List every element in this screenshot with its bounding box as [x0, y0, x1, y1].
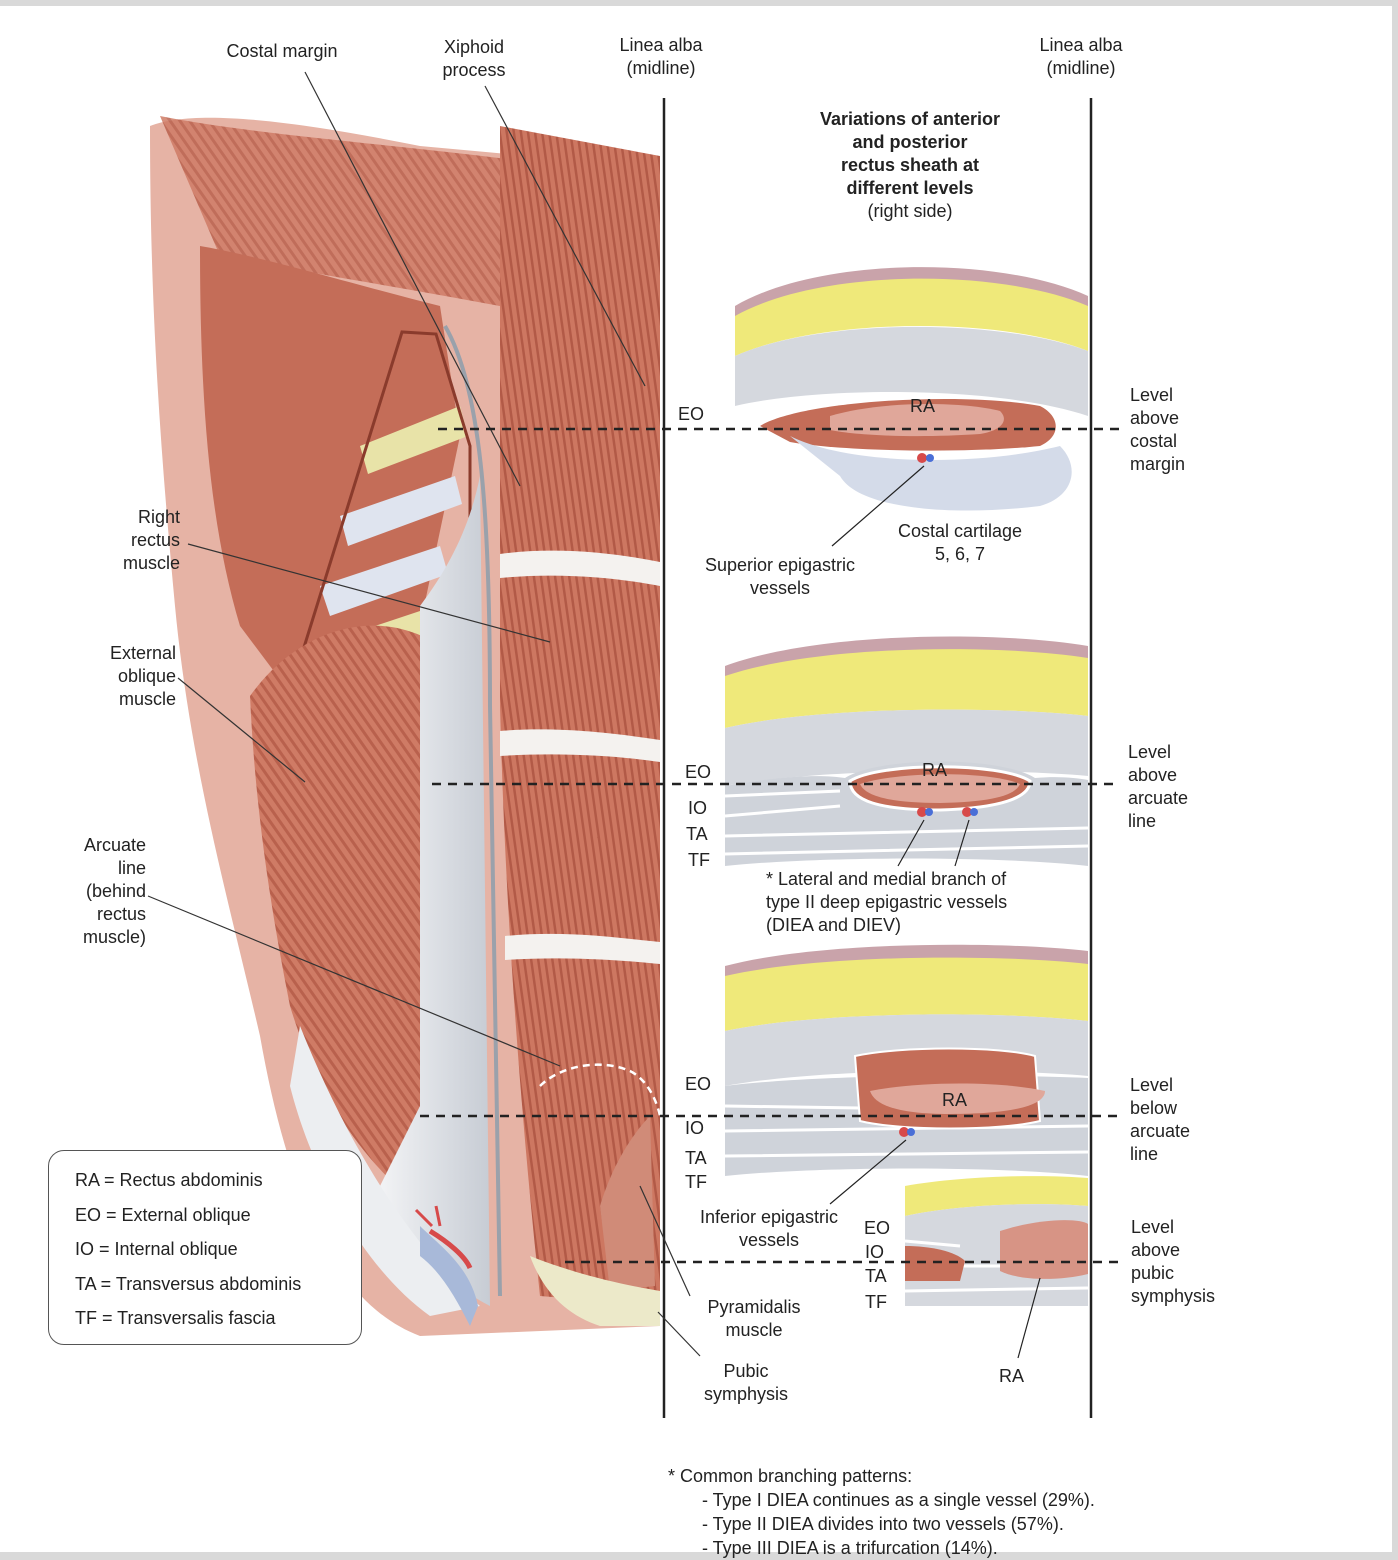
arcuate-line-label: Arcuate line (behind rectus muscle)	[82, 835, 146, 947]
level-above-arcuate-line-label: Level above arcuate line	[1128, 742, 1189, 831]
s3-ra-label: RA	[942, 1090, 968, 1110]
footnote-heading: * Common branching patterns:	[668, 1466, 913, 1486]
lateral-medial-branch-label: * Lateral and medial branch of type II d…	[766, 869, 1008, 935]
pyramidalis-muscle-label: Pyramidalis muscle	[707, 1297, 801, 1340]
cross-section-above-arcuate-line	[724, 636, 1089, 867]
level-above-pubic-symphysis-label: Level above pubic symphysis	[1131, 1217, 1216, 1306]
cross-section-below-arcuate-line	[724, 944, 1089, 1205]
s3-eo-label: EO	[685, 1074, 712, 1094]
costal-margin-label: Costal margin	[226, 41, 338, 61]
s2-ra-label: RA	[922, 760, 948, 780]
branching-footnote: * Common branching patterns: - Type I DI…	[668, 1464, 1095, 1560]
costal-cartilage-label: Costal cartilage 5, 6, 7	[897, 521, 1023, 564]
s4-io-label: IO	[865, 1242, 885, 1262]
s3-io-label: IO	[685, 1118, 705, 1138]
s4-ta-label: TA	[865, 1266, 887, 1286]
s4-eo-label: EO	[864, 1218, 891, 1238]
s1-ra-label: RA	[910, 396, 936, 416]
external-oblique-muscle-label: External oblique muscle	[109, 643, 176, 709]
cross-section-above-costal-margin	[735, 267, 1088, 547]
right-rectus-muscle-label: Right rectus muscle	[122, 507, 180, 573]
abbreviation-legend: RA = Rectus abdominis EO = External obli…	[48, 1150, 362, 1345]
s2-tf-label: TF	[688, 850, 710, 870]
s3-tf-label: TF	[685, 1172, 707, 1192]
figure-frame: Costal margin Xiphoid process Linea alba…	[0, 6, 1392, 1558]
xiphoid-process-label: Xiphoid process	[442, 37, 506, 80]
ra-bottom-label: RA	[999, 1366, 1025, 1386]
footnote-item-type3: - Type III DIEA is a trifurcation (14%).	[702, 1538, 998, 1558]
legend-item-io: IO = Internal oblique	[75, 1239, 238, 1259]
footnote-item-type2: - Type II DIEA divides into two vessels …	[702, 1514, 1064, 1534]
inferior-epigastric-vessels-label: Inferior epigastric vessels	[699, 1207, 839, 1250]
level-dashed-lines	[420, 427, 1120, 1264]
legend-item-eo: EO = External oblique	[75, 1204, 251, 1225]
legend-item-ta: TA = Transversus abdominis	[75, 1273, 302, 1294]
s2-io-label: IO	[688, 798, 708, 818]
s3-ta-label: TA	[685, 1148, 707, 1168]
s2-ta-label: TA	[686, 824, 708, 844]
pubic-symphysis-label: Pubic symphysis	[703, 1361, 788, 1404]
legend-item-tf: TF = Transversalis fascia	[75, 1308, 276, 1328]
legend-item-ra: RA = Rectus abdominis	[75, 1170, 263, 1190]
s4-tf-label: TF	[865, 1292, 887, 1312]
superior-epigastric-vessels-label: Superior epigastric vessels	[704, 555, 856, 598]
leader-lines	[147, 71, 701, 1357]
linea-alba-label-right: Linea alba (midline)	[1039, 35, 1123, 78]
footnote-item-type1: - Type I DIEA continues as a single vess…	[702, 1490, 1095, 1510]
linea-alba-label-left: Linea alba (midline)	[619, 35, 703, 78]
cross-section-above-pubic-symphysis	[904, 1176, 1089, 1359]
s2-eo-label: EO	[685, 762, 712, 782]
s1-eo-label: EO	[678, 404, 705, 424]
level-above-costal-margin-label: Level above costal margin	[1130, 385, 1186, 474]
level-below-arcuate-line-label: Level below arcuate line	[1130, 1075, 1191, 1164]
